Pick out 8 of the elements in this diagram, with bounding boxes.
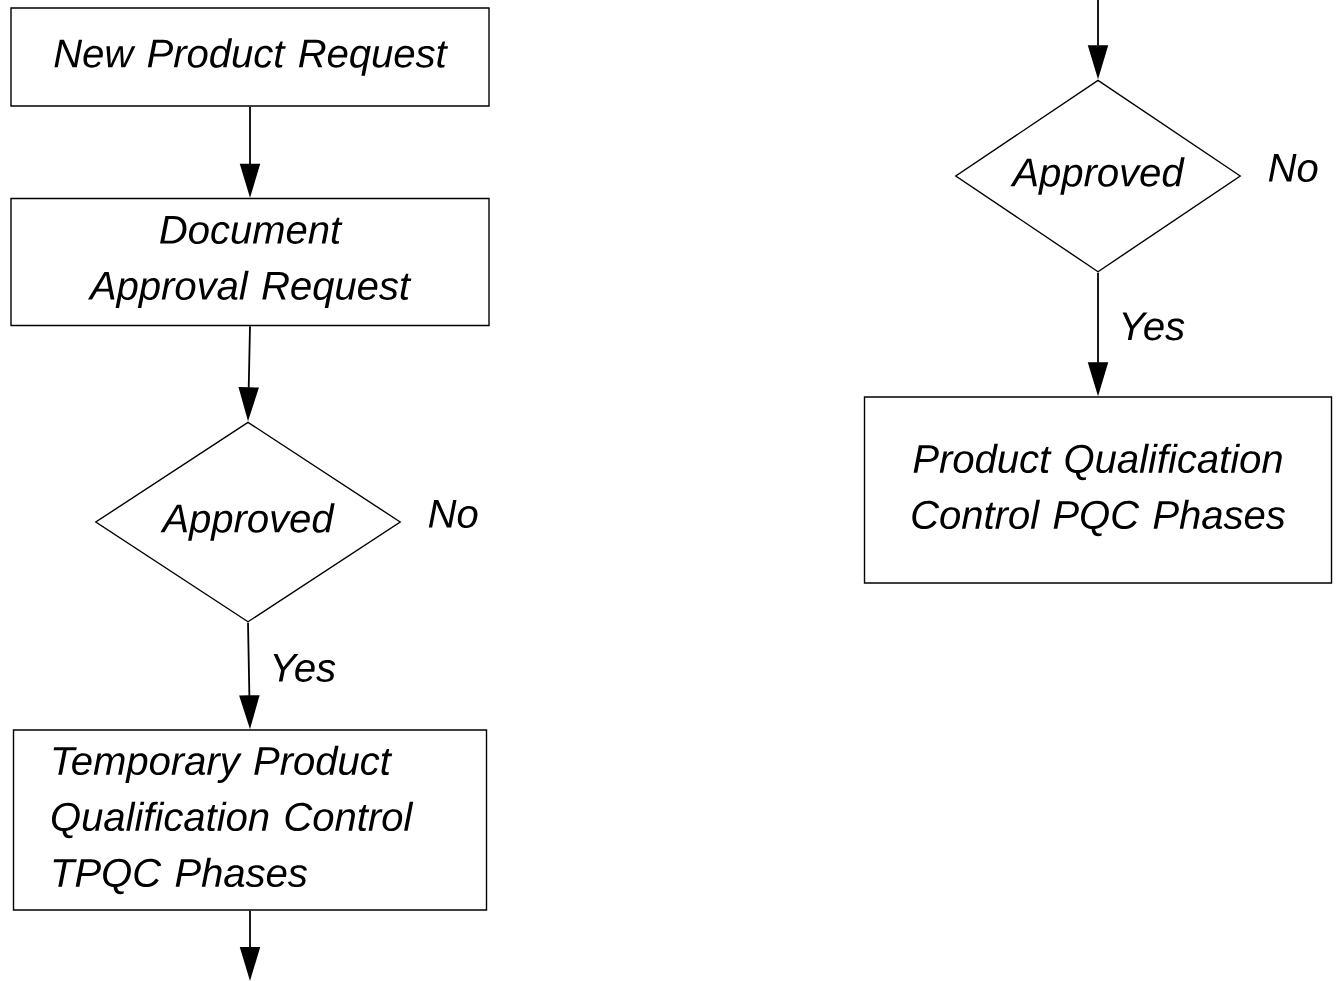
process-box: Temporary Product Qualification Control TPQC Phases <box>12 729 488 911</box>
edge-label: Yes <box>1122 312 1185 341</box>
process-box: Document Approval Request <box>10 197 490 327</box>
side-label: No <box>1268 154 1318 182</box>
process-box: Product Qualification Control PQC Phases <box>863 396 1333 584</box>
edge-label: Yes <box>273 654 336 682</box>
process-box: New Product Request <box>10 7 490 107</box>
side-label: No <box>428 500 478 528</box>
